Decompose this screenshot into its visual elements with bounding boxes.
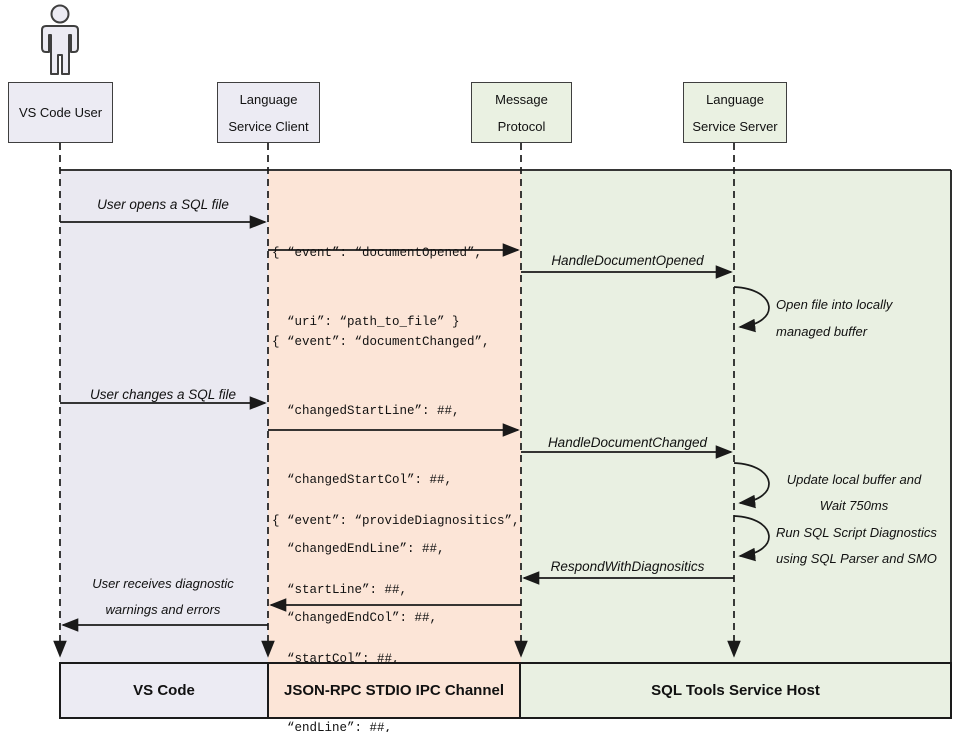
actor-label: Language <box>706 91 764 107</box>
lane-service-host <box>521 171 952 662</box>
actor-box-vscode-user: VS Code User <box>8 82 113 143</box>
label-user-changes-sql-file: User changes a SQL file <box>89 387 237 402</box>
label-update-buffer-wait: Update local buffer and Wait 750ms <box>786 472 922 513</box>
label-handle-document-changed: HandleDocumentChanged <box>547 435 708 450</box>
label-open-file-into-buffer: Open file into locally managed buffer <box>776 297 893 339</box>
user-actor-icon <box>41 4 79 75</box>
self-loop-run-diagnostics <box>733 515 770 562</box>
lane-vscode <box>60 171 268 662</box>
self-loop-open-file <box>733 286 770 333</box>
footer-box-vscode: VS Code <box>59 662 269 719</box>
label-handle-document-opened: HandleDocumentOpened <box>551 253 704 268</box>
footer-box-sql-tools-service-host: SQL Tools Service Host <box>519 662 952 719</box>
lane-ipc-channel <box>268 171 521 662</box>
label-user-opens-sql-file: User opens a SQL file <box>97 197 229 212</box>
actor-label: Language <box>239 91 298 107</box>
json-document-opened: { “event”: “documentOpened”, “uri”: “pat… <box>272 246 483 329</box>
footer-box-jsonrpc-channel: JSON-RPC STDIO IPC Channel <box>267 662 521 719</box>
label-user-receives-diagnostics: User receives diagnostic warnings and er… <box>92 576 234 617</box>
actor-label: Message <box>495 91 548 107</box>
label-respond-with-diagnostics: RespondWithDiagnositics <box>550 559 705 574</box>
json-provide-diagnostics: { “event”: “provideDiagnositics”, “start… <box>272 514 520 732</box>
label-run-sql-diagnostics: Run SQL Script Diagnostics using SQL Par… <box>776 525 937 566</box>
actor-label: VS Code User <box>18 105 103 120</box>
self-loop-update-buffer <box>733 462 770 509</box>
